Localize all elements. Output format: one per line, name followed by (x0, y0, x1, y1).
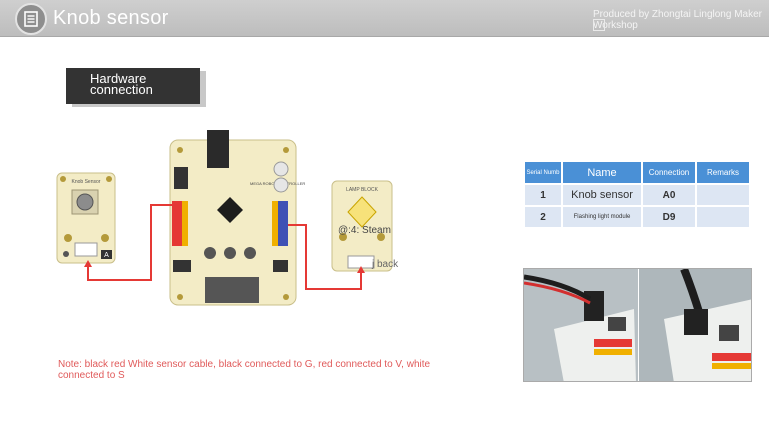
lamp-block-module: LAMP BLOCK (331, 180, 393, 272)
row-serial: 2 (525, 207, 561, 227)
hardware-connection-label: Hardware connection (66, 68, 200, 104)
table-row: 1 Knob sensor A0 (525, 185, 749, 205)
title-bar: Knob sensor Produced by Zhongtai Linglon… (0, 0, 769, 37)
row-connection: A0 (643, 185, 695, 205)
row-remarks (697, 185, 749, 205)
header-remarks: Remarks (697, 162, 749, 183)
wiring-diagram: Knob Sensor A MEGA ROBOT CONTROLLER LAMP… (56, 130, 399, 306)
document-logo-icon (15, 3, 47, 35)
sensor-mark: A (104, 252, 109, 259)
overlay-label: @:4: Steam (338, 225, 391, 236)
controller-board: MEGA ROBOT CONTROLLER (169, 130, 305, 306)
table-row: 2 Flashing light module D9 (525, 207, 749, 227)
page-title: Knob sensor (53, 7, 169, 29)
row-serial: 1 (525, 185, 561, 205)
row-name: Knob sensor (563, 185, 641, 205)
sensor-title: Knob Sensor (72, 179, 101, 185)
wires (84, 204, 365, 290)
row-connection: D9 (643, 207, 695, 227)
overlay-sub: j back (371, 259, 399, 270)
header-name: Name (563, 162, 641, 183)
header-serial: Serial Numb (525, 162, 561, 183)
row-name: Flashing light module (563, 207, 641, 227)
placeholder-box (593, 19, 605, 31)
header-connection: Connection (643, 162, 695, 183)
connection-table: Serial Numb Name Connection Remarks 1 Kn… (523, 160, 751, 229)
wiring-note: Note: black red White sensor cable, blac… (58, 359, 431, 381)
table-header-row: Serial Numb Name Connection Remarks (525, 162, 749, 183)
hardware-photo (523, 268, 752, 382)
knob-sensor-module: Knob Sensor A (56, 172, 116, 264)
led-title: LAMP BLOCK (346, 187, 379, 193)
row-remarks (697, 207, 749, 227)
credit-text: Produced by Zhongtai Linglong Maker Work… (593, 9, 762, 31)
